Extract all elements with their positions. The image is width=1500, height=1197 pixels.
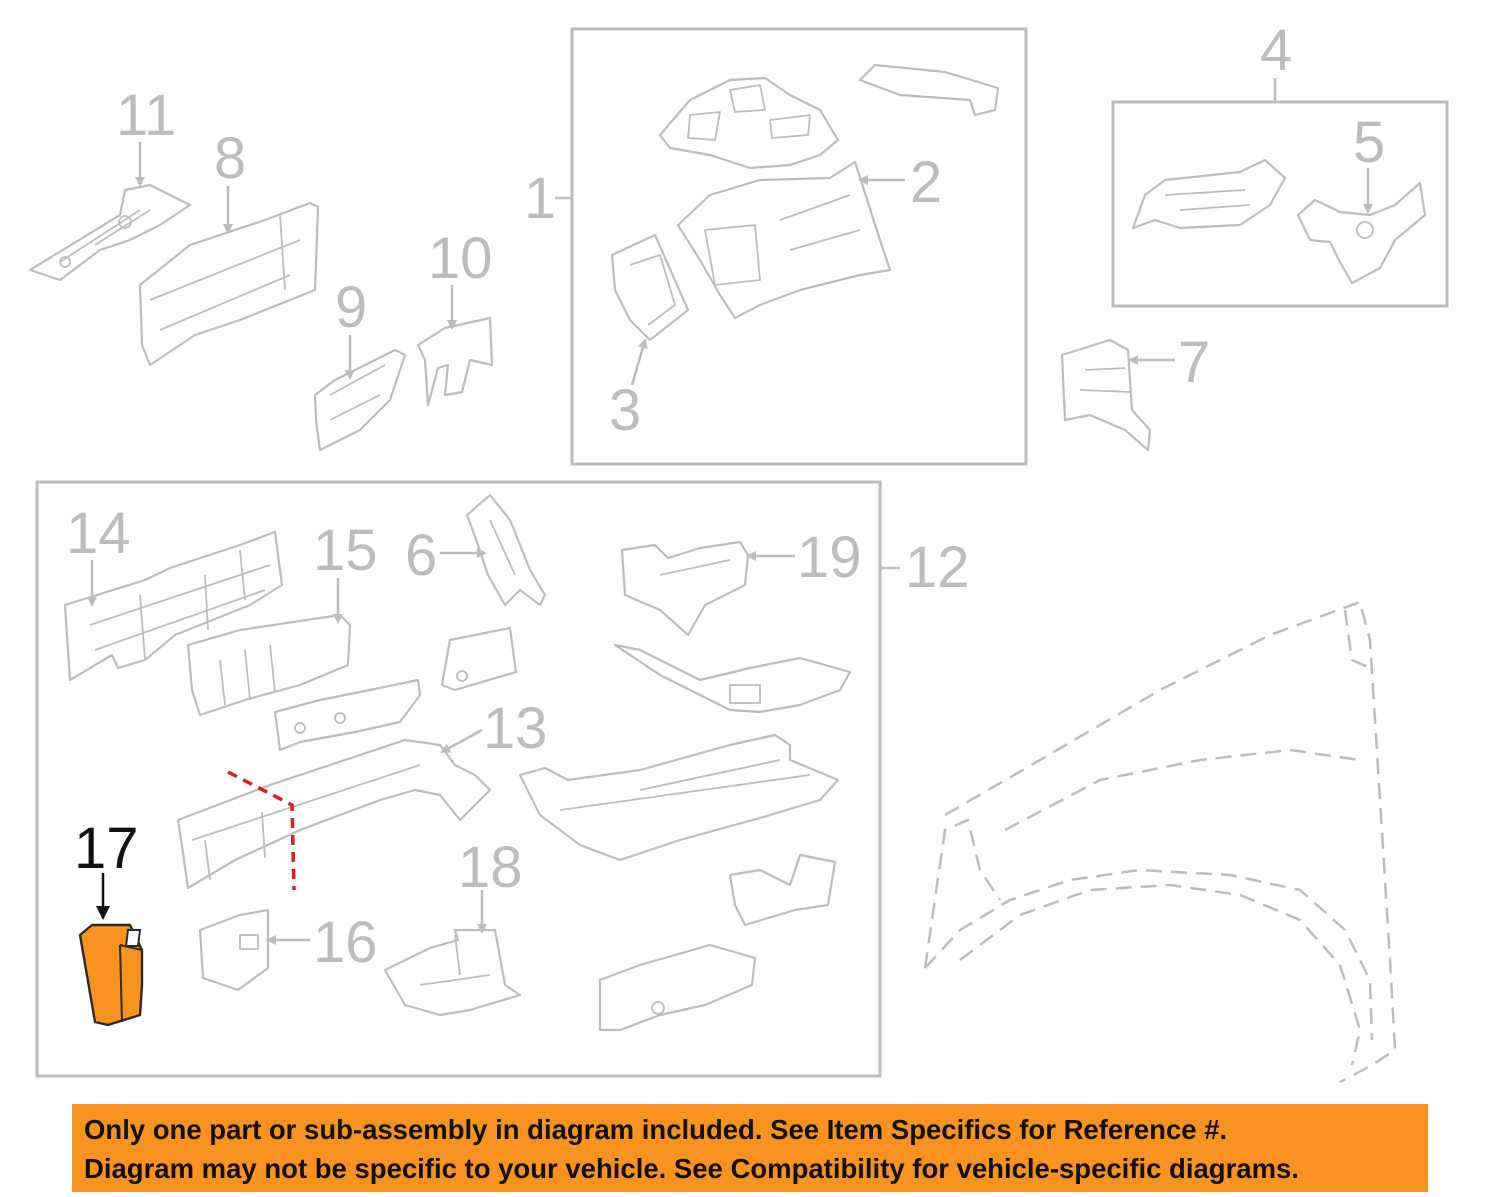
group-box-12 <box>35 480 882 1078</box>
callout-1: 1 <box>524 166 556 231</box>
notice-banner: Only one part or sub-assembly in diagram… <box>72 1104 1428 1192</box>
callout-19: 19 <box>797 525 862 590</box>
part-12-plate[interactable] <box>440 626 518 692</box>
callout-4: 4 <box>1260 18 1292 83</box>
part-2-apron[interactable] <box>676 160 892 320</box>
part-13-frame-rail[interactable] <box>176 738 492 890</box>
part-17-highlighted[interactable] <box>78 923 144 1027</box>
leader-3 <box>630 338 648 386</box>
callout-14: 14 <box>66 501 131 566</box>
part-19-extension[interactable] <box>620 540 750 637</box>
part-4-member[interactable] <box>1131 158 1287 230</box>
leader-13 <box>440 728 483 754</box>
callout-3: 3 <box>609 378 641 443</box>
callout-9: 9 <box>335 275 367 340</box>
part-8-rail[interactable] <box>138 201 320 367</box>
part-9-bracket[interactable] <box>313 348 407 452</box>
callout-5: 5 <box>1353 110 1385 175</box>
part-3-reinforcement[interactable] <box>610 233 690 342</box>
callout-11: 11 <box>116 83 176 148</box>
part-7-bracket[interactable] <box>1060 338 1152 452</box>
part-6-bracket[interactable] <box>465 493 547 607</box>
part-11-bracket[interactable] <box>28 183 192 282</box>
callout-6: 6 <box>405 523 437 588</box>
callout-2: 2 <box>910 150 942 215</box>
cut-line <box>227 770 296 891</box>
notice-line-1: Only one part or sub-assembly in diagram… <box>84 1114 1228 1145</box>
callout-8: 8 <box>214 126 246 191</box>
part-1-upper-panel[interactable] <box>658 76 840 170</box>
callout-7: 7 <box>1178 330 1210 395</box>
part-16-plate[interactable] <box>198 908 270 992</box>
callout-13: 13 <box>483 696 548 761</box>
part-12-bracket-right[interactable] <box>728 853 837 927</box>
fender-outline <box>923 600 1397 1084</box>
part-10-bracket[interactable] <box>416 316 494 407</box>
part-12-panel[interactable] <box>613 643 852 714</box>
part-18-bracket[interactable] <box>383 928 522 1017</box>
callout-10: 10 <box>428 226 493 291</box>
callout-16: 16 <box>313 910 378 975</box>
group-box-1 <box>570 27 1028 466</box>
callout-12: 12 <box>905 535 970 600</box>
callout-15: 15 <box>313 518 378 583</box>
part-5-bracket[interactable] <box>1296 181 1427 285</box>
part-12-lower-rail[interactable] <box>518 733 840 862</box>
group-box-4 <box>1111 100 1449 308</box>
callout-18: 18 <box>458 835 523 900</box>
part-1-bracket[interactable] <box>858 63 1000 117</box>
part-14-rail[interactable] <box>63 530 284 682</box>
notice-line-2: Diagram may not be specific to your vehi… <box>84 1153 1299 1184</box>
part-12-support[interactable] <box>273 678 422 752</box>
callout-17: 17 <box>74 816 139 881</box>
part-12-extension[interactable] <box>598 943 757 1032</box>
part-15-reinforcement[interactable] <box>186 613 352 717</box>
